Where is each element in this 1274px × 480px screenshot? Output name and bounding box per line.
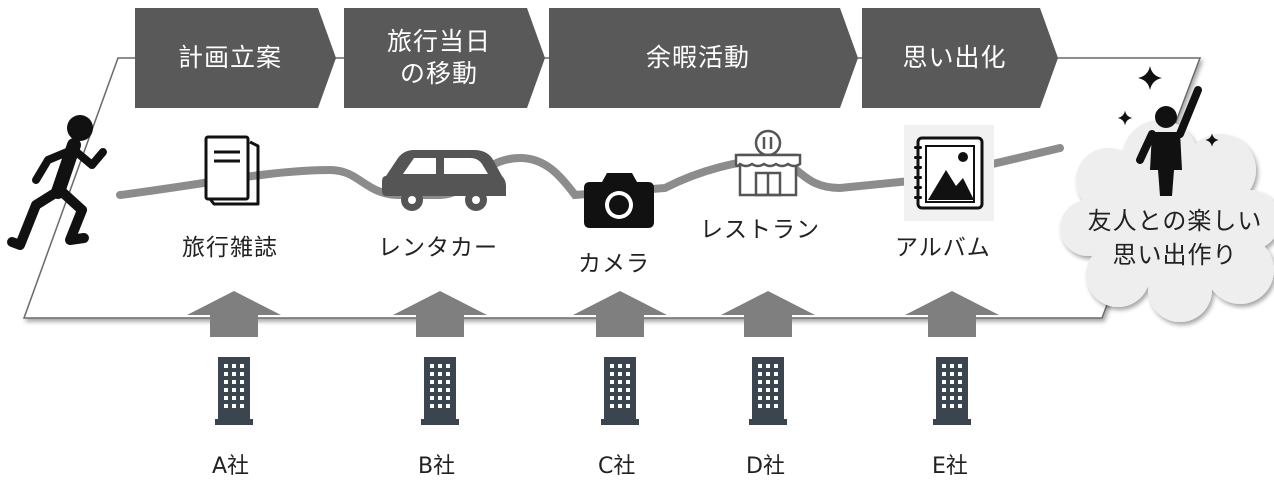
stage-chevron-3	[549, 8, 858, 108]
building-icon	[749, 357, 787, 425]
touchpoint-album-label: アルバム	[895, 235, 991, 261]
building-icon	[933, 357, 971, 425]
building-icon	[421, 357, 459, 425]
touchpoint-magazine-label: 旅行雑誌	[182, 235, 278, 261]
stage-chevron-2	[344, 8, 545, 108]
company-b-label: B社	[418, 454, 456, 479]
goal-text: 友人との楽しい 思い出作り	[1087, 207, 1263, 269]
runner-icon	[7, 115, 107, 250]
stage-planning: 計画立案	[177, 42, 282, 72]
restaurant-icon	[734, 129, 802, 197]
stage-chevron-1	[135, 8, 336, 108]
stage-travel-day-movement: 旅行当日 の移動	[386, 26, 491, 89]
stage-memories: 思い出化	[902, 42, 1007, 72]
album-icon	[904, 125, 994, 221]
stage-leisure-activity: 余暇活動	[645, 42, 750, 72]
touchpoint-restaurant-label: レストラン	[700, 217, 820, 243]
touchpoint-rental-car-label: レンタカー	[378, 235, 498, 261]
camera-icon	[584, 173, 654, 228]
building-icon	[215, 357, 253, 425]
journey-path	[116, 144, 1064, 200]
car-icon	[382, 150, 506, 211]
company-a-label: A社	[212, 454, 250, 479]
company-e-label: E社	[932, 454, 968, 479]
building-icon	[601, 357, 639, 425]
company-c-label: C社	[598, 454, 636, 479]
touchpoint-camera-label: カメラ	[578, 251, 650, 277]
magazine-icon	[204, 135, 260, 206]
goal-cloud	[1060, 120, 1274, 322]
company-d-label: D社	[746, 454, 785, 479]
stage-chevron-4	[862, 8, 1058, 108]
celebrating-person-icon	[1136, 86, 1202, 196]
